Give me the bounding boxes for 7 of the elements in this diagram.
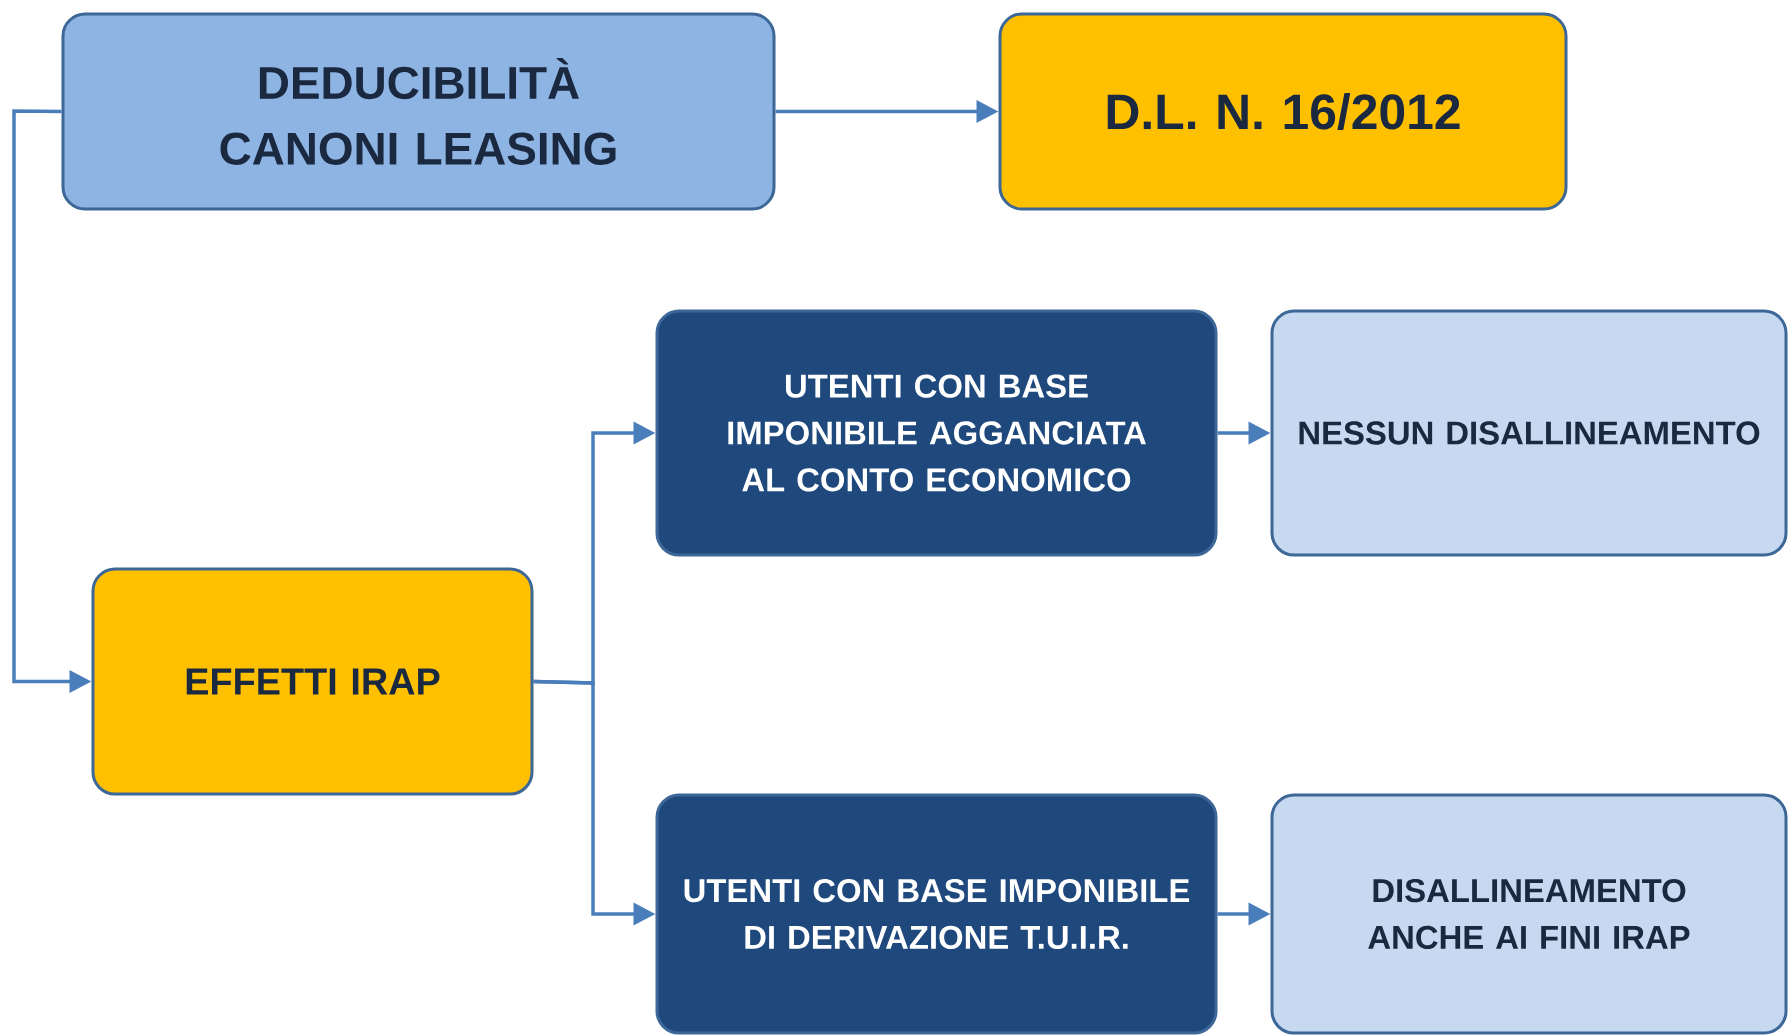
- category-box: UTENTI CON BASE IMPONIBILE DI DERIVAZIONE T.U.I.R.: [655, 793, 1218, 1035]
- result-box: NESSUN DISALLINEAMENTO: [1270, 309, 1788, 557]
- reference-box: D.L. N. 16/2012: [998, 12, 1568, 211]
- category-box: UTENTI CON BASE IMPONIBILE AGGANCIATA AL CONTO ECONOMICO: [655, 309, 1218, 557]
- title-box: DEDUCIBILITÀ CANONI LEASING: [61, 12, 776, 211]
- result-box: DISALLINEAMENTO ANCHE AI FINI IRAP: [1270, 793, 1788, 1035]
- process-box: EFFETTI IRAP: [91, 567, 534, 796]
